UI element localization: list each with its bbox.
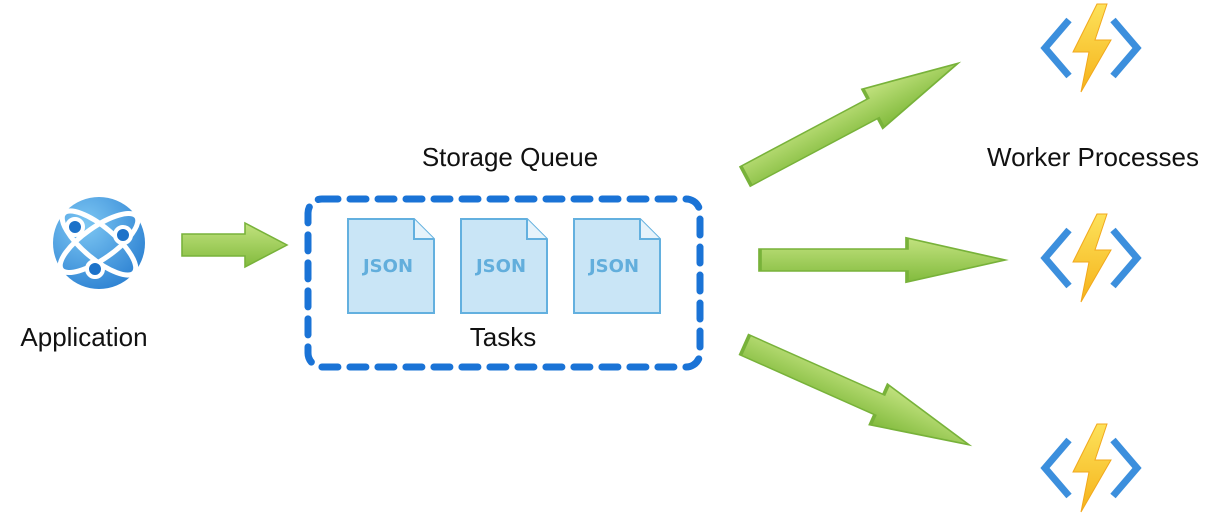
azure-function-icon-3 (1045, 424, 1137, 512)
workers-label: Worker Processes (987, 142, 1199, 172)
arrow-app-to-queue (181, 222, 288, 268)
arrow-queue-to-worker-1 (734, 42, 970, 198)
azure-function-icon-1 (1045, 4, 1137, 92)
arrow-queue-to-worker-2 (758, 236, 1007, 284)
json-label-2: JSON (474, 256, 526, 277)
application-icon (53, 197, 145, 289)
json-label-3: JSON (587, 256, 639, 277)
json-label-1: JSON (361, 256, 413, 277)
queue-title: Storage Queue (422, 142, 598, 172)
tasks-label: Tasks (470, 322, 536, 352)
json-document-2: JSON (460, 218, 548, 314)
json-document-3: JSON (573, 218, 661, 314)
application-label: Application (20, 322, 147, 352)
storage-queue-box (304, 195, 704, 371)
json-document-1: JSON (347, 218, 435, 314)
arrow-queue-to-worker-3 (734, 323, 980, 467)
azure-function-icon-2 (1045, 214, 1137, 302)
